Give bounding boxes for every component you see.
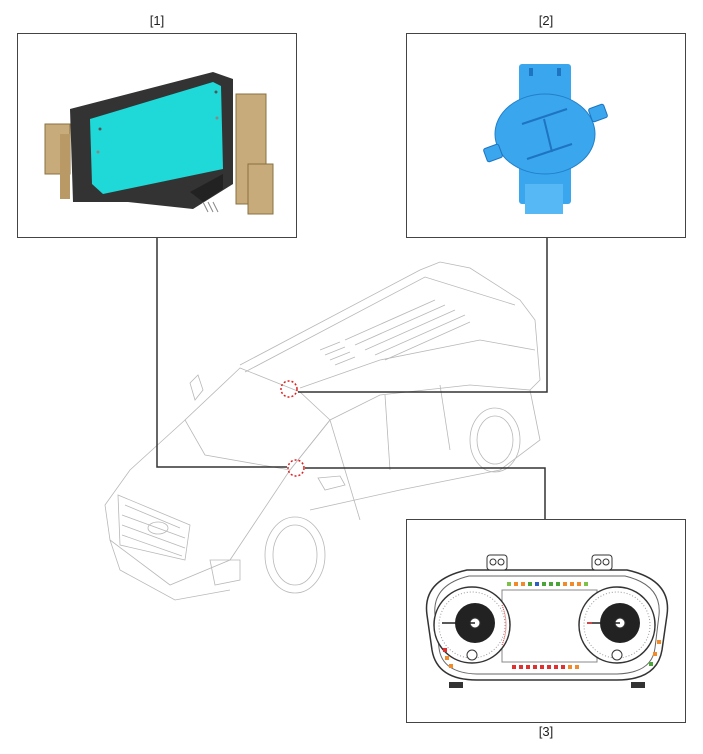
instrument-cluster-image [425, 554, 669, 688]
location-marker-2 [280, 380, 298, 398]
leader-line-3 [305, 467, 546, 519]
speedometer-gauge [578, 586, 656, 664]
suv-outline [104, 261, 541, 601]
warning-lights-bottom [512, 665, 579, 669]
rain-sensor-image [483, 64, 608, 214]
callout-box-1 [17, 33, 297, 238]
callout-box-3 [406, 519, 686, 723]
callout-label-3: [3] [538, 724, 554, 739]
location-marker-1-3 [287, 459, 305, 477]
callout-label-1: [1] [149, 13, 165, 28]
leader-line-2 [298, 238, 548, 393]
leader-lines [156, 238, 548, 519]
tachometer-gauge [433, 586, 511, 664]
hud-unit-image [44, 72, 274, 215]
callout-label-2: [2] [538, 13, 554, 28]
leader-line-1 [156, 238, 287, 468]
warning-lights-top [507, 582, 588, 586]
callout-box-2 [406, 33, 686, 238]
